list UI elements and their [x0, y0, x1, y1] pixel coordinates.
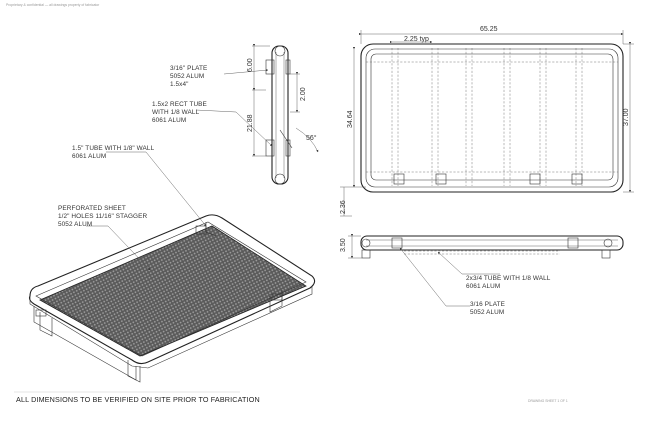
front-view: 3.50	[340, 233, 624, 259]
note-plate-top: 3/16" PLATE 5052 ALUM 1.5x4"	[170, 65, 207, 88]
dim-34-64: 34.64	[347, 110, 354, 128]
isometric-perimeter-rail	[28, 214, 316, 365]
footer-disclaimer: ALL DIMENSIONS TO BE VERIFIED ON SITE PR…	[16, 395, 260, 404]
dim-angle: 56°	[306, 134, 317, 142]
top-view-outer-frame	[360, 43, 624, 193]
copyright-line: Proprietary & confidential — all drawing…	[6, 3, 100, 7]
side-view-tube-end-top	[274, 45, 286, 57]
note-tube-2x34-line1: 2x3/4 TUBE WITH 1/8 WALL	[466, 275, 551, 282]
side-view-rail	[271, 45, 289, 185]
note-plate-top-line2: 5052 ALUM	[170, 73, 204, 80]
dim-2-36: 2.36	[340, 200, 347, 214]
note-round-tube: 1.5" TUBE WITH 1/8" WALL 6061 ALUM	[72, 145, 155, 160]
note-round-tube-line2: 6061 ALUM	[72, 153, 106, 160]
top-view-crossbars	[366, 48, 618, 186]
dim-21-88: 21.88	[247, 114, 254, 132]
perforated-deck	[39, 225, 307, 357]
note-perforated-line2: 1/2" HOLES 11/16" STAGGER	[58, 213, 147, 220]
isometric-view	[28, 214, 316, 383]
top-view: 65.25 2.25 typ 34.64 37.00 2.36	[340, 26, 634, 217]
note-plate-bottom: 3/16 PLATE 5052 ALUM	[470, 301, 505, 316]
side-view-plate-bottom	[265, 139, 275, 157]
note-rect-tube-line2: WITH 1/8 WALL	[152, 109, 200, 116]
note-round-tube-line1: 1.5" TUBE WITH 1/8" WALL	[72, 145, 155, 152]
dim-6-00: 6.00	[247, 58, 254, 72]
note-plate-top-line3: 1.5x4"	[170, 81, 189, 88]
side-view: 6.00 21.88 2.00 56°	[247, 43, 319, 185]
footer-sheet-info: DRAWING SHEET 1 OF 1	[528, 399, 568, 403]
note-plate-top-line1: 3/16" PLATE	[170, 65, 207, 72]
dim-65-25: 65.25	[480, 26, 498, 33]
note-perforated-line3: 5052 ALUM	[58, 221, 92, 228]
note-rect-tube: 1.5x2 RECT TUBE WITH 1/8 WALL 6061 ALUM	[152, 101, 207, 124]
dim-2-00: 2.00	[300, 87, 307, 101]
side-view-tube-end-bottom	[274, 173, 286, 185]
dim-3-50: 3.50	[340, 238, 347, 252]
note-tube-2x34-line2: 6061 ALUM	[466, 283, 500, 290]
front-view-frame	[360, 235, 624, 251]
note-perforated: PERFORATED SHEET 1/2" HOLES 11/16" STAGG…	[58, 205, 147, 228]
dim-spacing: 2.25 typ	[404, 36, 429, 43]
note-tube-2x34: 2x3/4 TUBE WITH 1/8 WALL 6061 ALUM	[466, 275, 551, 290]
leader-lines	[86, 69, 500, 307]
note-plate-bottom-line2: 5052 ALUM	[470, 309, 504, 316]
note-rect-tube-line3: 6061 ALUM	[152, 117, 186, 124]
note-plate-bottom-line1: 3/16 PLATE	[470, 301, 505, 308]
dim-37-00: 37.00	[623, 108, 630, 126]
note-perforated-line1: PERFORATED SHEET	[58, 205, 126, 212]
note-rect-tube-line1: 1.5x2 RECT TUBE	[152, 101, 207, 108]
side-view-plate-top	[265, 59, 275, 75]
